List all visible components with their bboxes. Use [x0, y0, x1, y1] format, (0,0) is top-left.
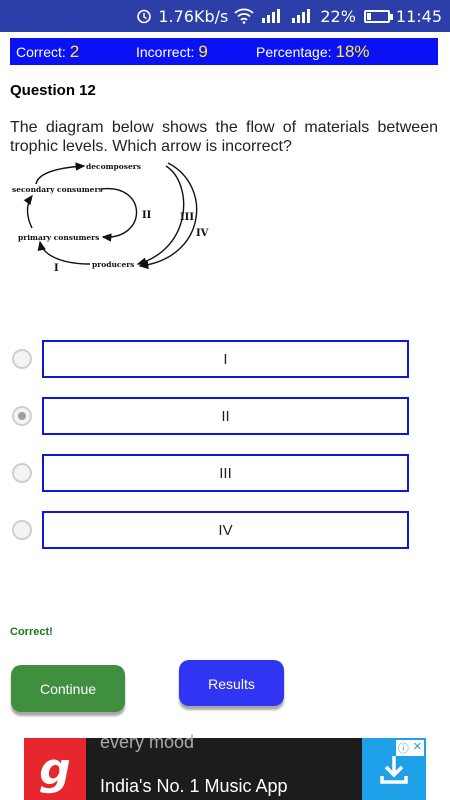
option-button-1[interactable]: I	[42, 340, 409, 378]
ad-app-logo[interactable]: g	[24, 738, 86, 800]
option-radio-1[interactable]	[12, 349, 32, 369]
label-arrow-i: I	[54, 263, 59, 274]
arrow-secondary-to-decomposers	[35, 162, 86, 185]
correct-count: Correct: 2	[16, 42, 136, 62]
battery-percent: 22%	[320, 6, 356, 26]
question-title: Question 12	[10, 82, 96, 99]
label-producers: producers	[92, 260, 134, 269]
label-arrow-iii: III	[180, 212, 194, 223]
option-radio-4[interactable]	[12, 520, 32, 540]
label-secondary-consumers: secondary consumers	[12, 185, 103, 194]
status-bar: 1.76Kb/s 22% 11:45	[0, 0, 450, 32]
arrow-iii	[136, 165, 185, 266]
percentage-value: 18%	[335, 41, 370, 61]
ad-title[interactable]: India's No. 1 Music App	[100, 776, 288, 796]
score-bar: Correct: 2 Incorrect: 9 Percentage: 18%	[10, 38, 438, 65]
option-label-2: II	[221, 407, 230, 425]
ad-info-icon[interactable]: ⓘ	[397, 743, 409, 755]
label-primary-consumers: primary consumers	[18, 233, 99, 242]
option-button-4[interactable]: IV	[42, 511, 409, 549]
incorrect-label: Incorrect:	[136, 43, 195, 60]
clock: 11:45	[395, 6, 442, 26]
arrow-iv	[138, 162, 198, 270]
alarm-icon	[136, 8, 152, 24]
arrow-primary-to-secondary	[23, 194, 33, 229]
results-button[interactable]: Results	[179, 660, 284, 706]
option-label-4: IV	[218, 521, 233, 539]
percentage: Percentage: 18%	[256, 42, 370, 62]
option-radio-3[interactable]	[12, 463, 32, 483]
option-row-1[interactable]: I	[12, 340, 412, 378]
arrow-ii	[100, 187, 138, 242]
option-radio-2[interactable]	[12, 406, 32, 426]
ad-choices[interactable]: ⓘ ✕	[395, 740, 424, 756]
ad-banner[interactable]: g every mood India's No. 1 Music App ⓘ ✕	[24, 732, 426, 800]
arrow-i	[37, 240, 91, 265]
signal-icon-sim1	[260, 8, 284, 24]
battery-icon	[363, 9, 393, 23]
option-label-3: III	[219, 464, 232, 482]
ad-subtitle: every mood	[100, 732, 195, 752]
option-row-2[interactable]: II	[12, 397, 412, 435]
option-button-2[interactable]: II	[42, 397, 409, 435]
correct-value: 2	[69, 41, 80, 61]
trophic-diagram: decomposers secondary consumers primary …	[12, 162, 209, 274]
question-text: The diagram below shows the flow of mate…	[10, 119, 438, 155]
option-button-3[interactable]: III	[42, 454, 409, 492]
label-decomposers: decomposers	[86, 162, 141, 171]
label-arrow-ii: II	[142, 210, 152, 221]
signal-icon-sim2	[290, 8, 314, 24]
download-icon	[380, 756, 408, 784]
feedback-message: Correct!	[10, 626, 53, 638]
battery-fill	[366, 12, 371, 20]
incorrect-value: 9	[198, 41, 208, 61]
incorrect-count: Incorrect: 9	[136, 42, 256, 62]
continue-button[interactable]: Continue	[11, 665, 125, 712]
wifi-icon	[234, 8, 254, 24]
option-label-1: I	[223, 350, 228, 368]
percentage-label: Percentage:	[256, 43, 332, 60]
label-arrow-iv: IV	[196, 228, 209, 239]
correct-label: Correct:	[16, 43, 66, 60]
network-speed: 1.76Kb/s	[158, 6, 229, 26]
ad-close-icon[interactable]: ✕	[412, 741, 422, 753]
option-row-3[interactable]: III	[12, 454, 412, 492]
option-row-4[interactable]: IV	[12, 511, 412, 549]
